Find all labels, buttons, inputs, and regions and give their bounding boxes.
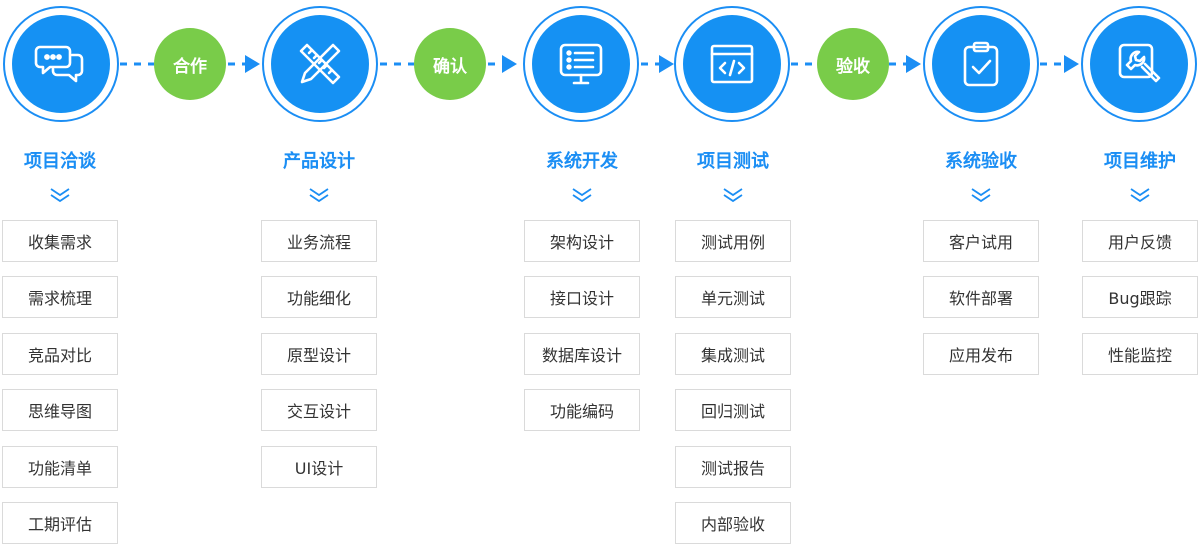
- chevron-down-icon: [309, 188, 329, 203]
- stage-title: 项目测试: [697, 151, 769, 172]
- stage-title: 系统开发: [546, 151, 618, 172]
- chevron-down-icon: [572, 188, 592, 203]
- stage-node-project-testing: [674, 6, 790, 122]
- arrow-head-icon: [906, 55, 921, 73]
- list-item: 功能清单: [2, 446, 118, 488]
- list-item: 内部验收: [675, 502, 791, 544]
- list-item: 集成测试: [675, 333, 791, 375]
- arrow-head-icon: [245, 55, 260, 73]
- list-item: 思维导图: [2, 389, 118, 431]
- chevron-down-icon: [971, 188, 991, 203]
- list-item: 工期评估: [2, 502, 118, 544]
- wrench-icon: [1118, 43, 1161, 83]
- list-item: 业务流程: [261, 220, 377, 262]
- clipboard-check-icon: [963, 41, 999, 87]
- list-item: 客户试用: [923, 220, 1039, 262]
- stage-title: 项目洽谈: [24, 151, 96, 172]
- list-item: 交互设计: [261, 389, 377, 431]
- list-item: 原型设计: [261, 333, 377, 375]
- stage-title: 系统验收: [945, 151, 1017, 172]
- stage-node-project-negotiation: [3, 6, 119, 122]
- list-item: 应用发布: [923, 333, 1039, 375]
- arrow-head-icon: [502, 55, 517, 73]
- list-item: 回归测试: [675, 389, 791, 431]
- stage-title: 产品设计: [283, 151, 355, 172]
- connector-label-confirm: 确认: [414, 28, 486, 100]
- list-item: 性能监控: [1082, 333, 1198, 375]
- chevron-down-icon: [1130, 188, 1150, 203]
- stage-node-system-acceptance: [923, 6, 1039, 122]
- stage-column-product-design: 产品设计 业务流程 功能细化 原型设计 交互设计 UI设计: [261, 148, 377, 488]
- list-item: 竞品对比: [2, 333, 118, 375]
- list-item: UI设计: [261, 446, 377, 488]
- arrow-head-icon: [1064, 55, 1079, 73]
- stage-node-project-maintenance: [1081, 6, 1197, 122]
- stage-column-system-development: 系统开发 架构设计 接口设计 数据库设计 功能编码: [524, 148, 640, 431]
- stage-title: 项目维护: [1104, 151, 1176, 172]
- chevron-down-icon: [723, 188, 743, 203]
- list-item: Bug跟踪: [1082, 276, 1198, 318]
- list-item: 功能编码: [524, 389, 640, 431]
- code-window-icon: [710, 44, 754, 84]
- stage-node-product-design: [262, 6, 378, 122]
- list-item: 功能细化: [261, 276, 377, 318]
- list-item: 测试报告: [675, 446, 791, 488]
- list-item: 用户反馈: [1082, 220, 1198, 262]
- connector-lines: [120, 62, 1066, 66]
- monitor-list-icon: [559, 43, 603, 85]
- stage-column-project-maintenance: 项目维护 用户反馈 Bug跟踪 性能监控: [1082, 148, 1198, 375]
- ruler-pencil-icon: [299, 43, 341, 85]
- list-item: 接口设计: [524, 276, 640, 318]
- list-item: 软件部署: [923, 276, 1039, 318]
- stage-column-project-testing: 项目测试 测试用例 单元测试 集成测试 回归测试 测试报告 内部验收: [675, 148, 791, 544]
- connector-label-cooperate: 合作: [154, 28, 226, 100]
- list-item: 收集需求: [2, 220, 118, 262]
- stage-column-project-negotiation: 项目洽谈 收集需求 需求梳理 竞品对比 思维导图 功能清单 工期评估: [2, 148, 118, 544]
- chevron-down-icon: [50, 188, 70, 203]
- list-item: 数据库设计: [524, 333, 640, 375]
- list-item: 测试用例: [675, 220, 791, 262]
- chat-bubbles-icon: [34, 45, 84, 83]
- arrow-head-icon: [659, 55, 674, 73]
- connector-label-acceptance: 验收: [817, 28, 889, 100]
- stage-node-system-development: [523, 6, 639, 122]
- stage-column-system-acceptance: 系统验收 客户试用 软件部署 应用发布: [923, 148, 1039, 375]
- list-item: 需求梳理: [2, 276, 118, 318]
- list-item: 架构设计: [524, 220, 640, 262]
- list-item: 单元测试: [675, 276, 791, 318]
